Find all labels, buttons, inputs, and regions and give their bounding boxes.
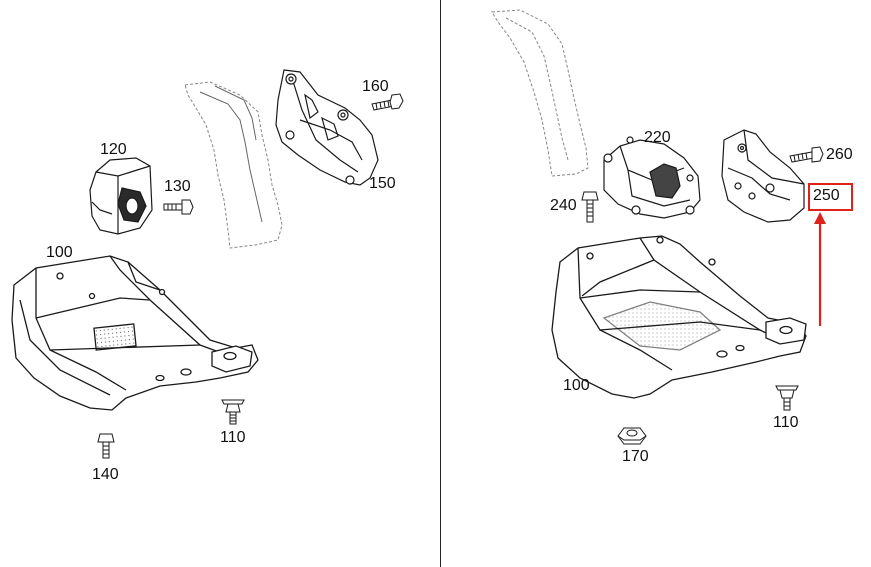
left-bolt-130 <box>163 199 194 215</box>
callout-240: 240 <box>550 197 577 214</box>
left-bolt-140 <box>97 433 115 459</box>
right-nut-170 <box>617 427 647 445</box>
right-transmission-housing <box>491 9 589 177</box>
left-crossmember-100 <box>11 255 259 411</box>
callout-160: 160 <box>362 78 389 95</box>
right-bolt-240 <box>581 191 599 223</box>
left-bolt-160 <box>371 93 404 111</box>
callout-120: 120 <box>100 141 127 158</box>
left-bolt-110 <box>221 399 245 425</box>
callout-140: 140 <box>92 466 119 483</box>
highlight-box-250 <box>808 183 853 211</box>
right-mount-bracket-250 <box>721 129 805 223</box>
callout-130: 130 <box>164 178 191 195</box>
right-mount-220 <box>603 136 701 219</box>
callout-100-left: 100 <box>46 244 73 261</box>
callout-110-left: 110 <box>220 429 246 446</box>
left-mount-bracket-150 <box>275 69 379 186</box>
callout-150: 150 <box>369 175 396 192</box>
right-bolt-260 <box>789 146 824 163</box>
callout-170: 170 <box>622 448 649 465</box>
callout-100-right: 100 <box>563 377 590 394</box>
callout-260: 260 <box>826 146 853 163</box>
left-mount-120 <box>89 157 153 235</box>
callout-110-right: 110 <box>773 414 799 431</box>
highlight-arrow <box>814 212 826 326</box>
callout-250: 250 <box>813 187 840 204</box>
callout-220: 220 <box>644 129 671 146</box>
panel-divider <box>440 0 441 567</box>
right-crossmember-100 <box>551 235 807 399</box>
right-bolt-110 <box>775 385 799 411</box>
left-transmission-housing <box>184 81 283 249</box>
